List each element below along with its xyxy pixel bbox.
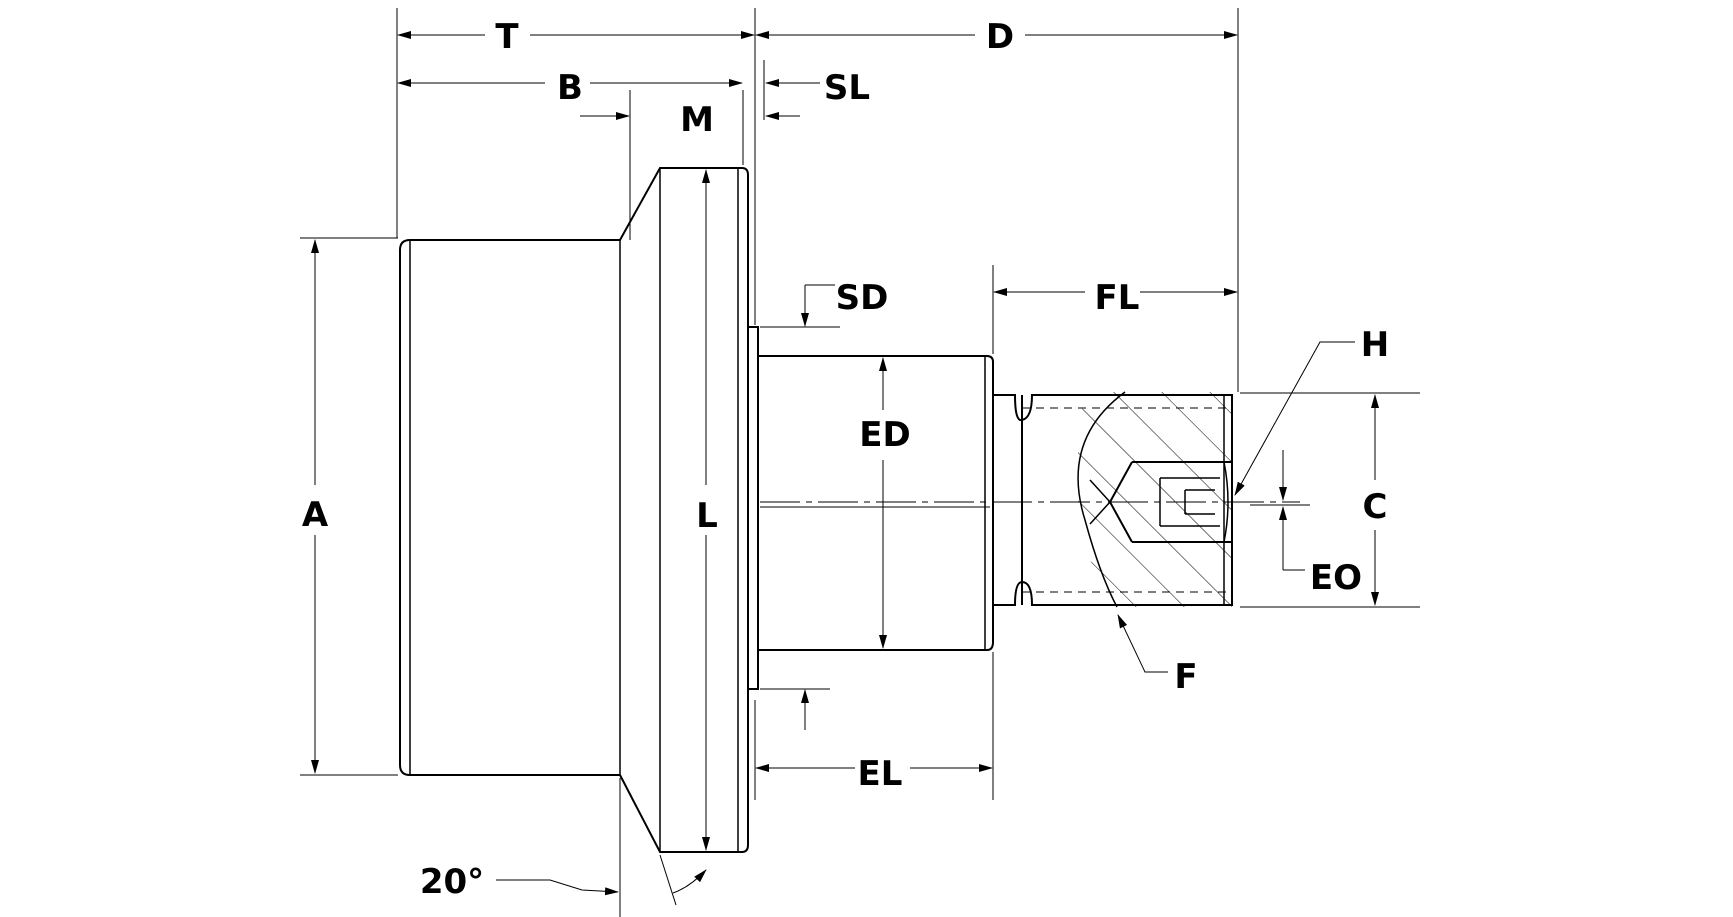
label-L: L [696,496,718,536]
label-C: C [1363,487,1388,527]
dimension-labels: T D B SL M SD FL H ED A L C EO F EL 20° [302,17,1389,902]
label-M: M [680,100,714,140]
dimension-lines [311,31,1379,906]
section-hatch [1077,391,1232,608]
label-A: A [302,495,329,535]
label-D: D [986,17,1014,57]
extension-lines [300,8,1420,917]
label-EL: EL [858,754,903,794]
label-angle: 20° [420,862,484,902]
label-H: H [1361,325,1389,365]
outer-ring [399,167,749,853]
label-EO: EO [1310,558,1362,598]
label-ED: ED [859,415,910,455]
label-F: F [1174,657,1197,697]
stud-body [758,355,994,651]
label-FL: FL [1095,278,1140,318]
label-SL: SL [824,68,870,108]
label-B: B [557,68,583,108]
shoulder-flange [747,326,759,690]
label-SD: SD [836,278,889,318]
label-T: T [495,17,519,57]
